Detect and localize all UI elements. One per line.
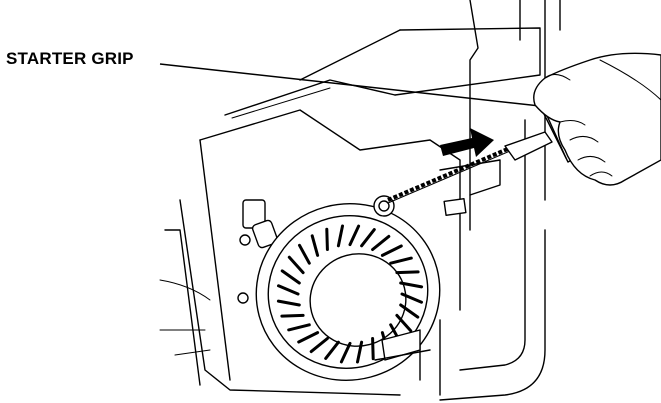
vent-slot xyxy=(325,227,329,251)
starter-grip-label: STARTER GRIP xyxy=(6,49,134,68)
recoil-starter-cover xyxy=(255,203,441,381)
vent-slot xyxy=(356,340,364,364)
vent-slot xyxy=(277,284,300,296)
vent-slot xyxy=(336,224,344,248)
vent-slot xyxy=(287,255,305,275)
vent-slot xyxy=(395,270,420,275)
lower-bracket xyxy=(374,329,431,361)
vent-slot xyxy=(276,299,301,307)
vent-slot xyxy=(399,281,424,289)
vent-slot xyxy=(371,234,391,251)
right-arrow-icon xyxy=(440,128,494,157)
vent-slot xyxy=(389,256,413,265)
vent-slot xyxy=(280,313,305,318)
vent-slot xyxy=(399,303,420,319)
starter-rope xyxy=(387,146,511,202)
vent-slot xyxy=(309,337,329,354)
vent-slot xyxy=(348,224,361,247)
vent-slot xyxy=(297,331,320,344)
vent-slot xyxy=(310,234,320,257)
vent-slot xyxy=(287,323,311,332)
engine-housing xyxy=(159,109,501,396)
vent-slot xyxy=(395,313,413,333)
vent-slot xyxy=(360,228,376,248)
vent-slot xyxy=(324,340,340,360)
vent-slot xyxy=(380,244,403,257)
hand xyxy=(533,52,661,186)
choke-knob xyxy=(237,199,279,304)
vent-slot xyxy=(339,341,352,364)
cover-vent-slots xyxy=(276,224,424,364)
vent-slot xyxy=(280,269,301,285)
vent-slot xyxy=(400,292,423,304)
vent-slot xyxy=(371,337,375,361)
vent-slot xyxy=(298,243,311,265)
